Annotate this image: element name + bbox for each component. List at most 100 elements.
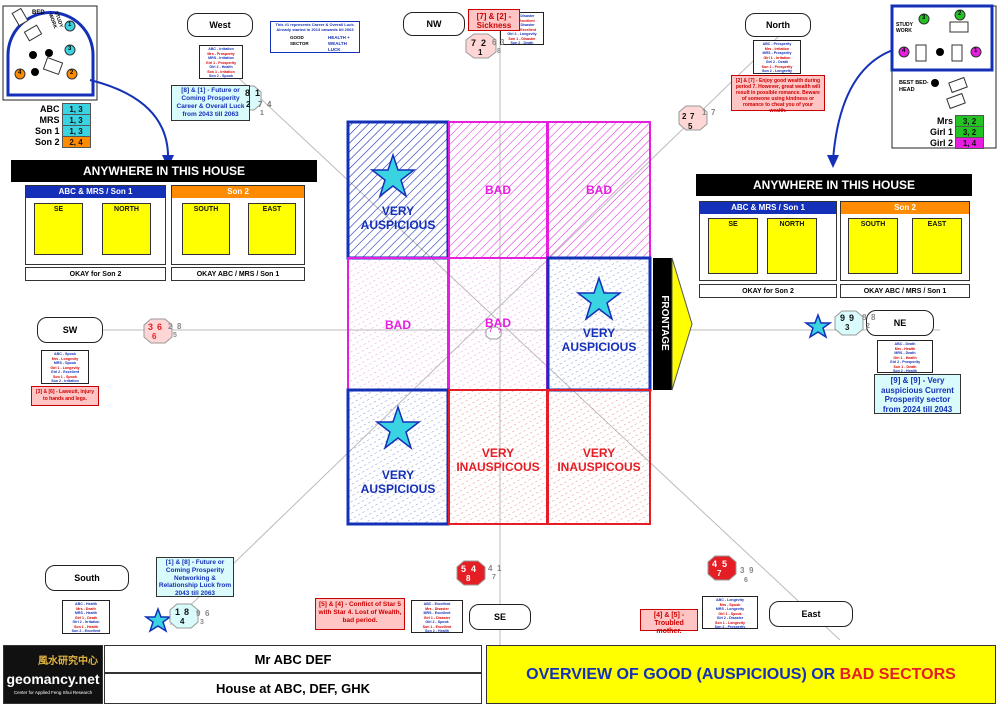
member-line: Son 1 - Excellent (422, 624, 452, 629)
star-digit: 1 (255, 88, 261, 98)
member-line: Son 2 - Excellent (71, 629, 101, 633)
member-line: ABC - Death (894, 342, 916, 346)
left-tile-east: EAST (248, 203, 296, 255)
right-best-label: BEST BED-HEAD (899, 80, 929, 93)
south-note: [1] & [8] - Future or Coming Prosperity … (156, 557, 234, 597)
member-line: Son 1 - Disaster (508, 36, 536, 41)
member-line: MRS - Irritation (208, 56, 234, 60)
member-line: Son 1 - Health (74, 624, 98, 629)
right-tile-east: EAST (912, 218, 962, 274)
star-digit: 3 (845, 323, 850, 332)
star-digit: 8 (184, 607, 190, 617)
star-digit: 6 (152, 332, 157, 341)
occupant-value: 1, 4 (955, 137, 985, 149)
nw-note: [7] & [2] - Sickness (468, 9, 520, 31)
east-label: East (769, 601, 853, 627)
member-line: Mrs - Irritation (764, 46, 790, 51)
grid-nw-label: VERY AUSPICIOUS (360, 204, 436, 232)
star-digit: 9 (749, 566, 754, 575)
member-line: Son 2 - Health (425, 629, 449, 633)
left-tile-east-label: EAST (262, 206, 282, 213)
member-line: MRS - Death (894, 351, 916, 355)
right-tile-east-label: EAST (927, 221, 947, 228)
occupant-name: Mrs (937, 116, 954, 126)
anywhere-left-header: ANYWHERE IN THIS HOUSE (11, 160, 317, 182)
star-digit: 4 (712, 559, 718, 569)
member-line: Girl 1 - Prosperity (205, 60, 237, 65)
star-digit: 5 (461, 564, 467, 574)
logo-sub: Center for Applied Feng Shui Research (13, 690, 93, 695)
occupant-circle-label: 2 (70, 70, 74, 76)
member-line: MRS - Health (74, 611, 98, 615)
grid-n-label: BAD (485, 183, 511, 197)
logo-text: geomancy.net (6, 671, 100, 687)
ne-label: NE (866, 310, 934, 336)
star-icon (575, 275, 623, 322)
occupant-value: 1, 3 (61, 103, 91, 115)
star-digit: 8 (466, 574, 471, 583)
member-line: Girl 2 - Death (765, 60, 789, 64)
star-icon (803, 312, 833, 339)
member-line: MRS - Disaster (509, 23, 535, 27)
footer-title-good: OVERVIEW OF GOOD (AUSPICIOUS) OR (526, 665, 836, 683)
occupant-circle-label: 4 (902, 48, 906, 54)
right-study-label: STUDY WORK (896, 22, 913, 34)
legend-health: HEALTH + WEALTH LUCK (328, 35, 350, 52)
star-digit: 3 (500, 38, 505, 47)
grid-w-label: BAD (385, 318, 411, 332)
east-note: [4] & [5] - Troubled mother. (640, 609, 698, 635)
occupant-circle-label: 3 (922, 15, 926, 21)
logo-chinese: 風水研究中心 (38, 656, 98, 667)
occupant-value: 1, 3 (61, 125, 91, 137)
ne-note: [9] & [9] - Very auspicious Current Pros… (874, 374, 961, 414)
member-line: Mrs - Excellent (509, 18, 535, 23)
star-digit: 6 (744, 577, 748, 584)
member-line: Mrs - Spook (719, 602, 741, 607)
right-tile-north: NORTH (767, 218, 817, 274)
star-digit: 5 (688, 122, 693, 131)
star-digit: 8 (862, 313, 867, 322)
right-ok1: OKAY for Son 2 (699, 284, 837, 298)
star-icon (369, 152, 417, 199)
north-note: [2] & [7] - Enjoy good wealth during per… (731, 75, 825, 114)
star-digit: 4 (180, 617, 185, 626)
footer-title-bad: BAD SECTORS (839, 665, 956, 683)
occupant-name: MRS (39, 115, 60, 125)
star-digit: 6 (492, 38, 497, 47)
left-group1-title: ABC & MRS / Son 1 (26, 186, 165, 198)
legend-text: This #1 represents Career & Overall Luck… (275, 22, 355, 32)
occupant-name: ABC (40, 104, 60, 114)
sw-label: SW (37, 317, 103, 343)
member-line: Girl 2 - Disaster (716, 616, 744, 620)
right-tile-se-label: SE (728, 221, 738, 228)
member-line: ABC - Disaster (509, 14, 535, 18)
left-tile-north: NORTH (102, 203, 151, 255)
footer-logo: 風水研究中心 geomancy.net Center for Applied F… (3, 645, 103, 704)
star-digit: 9 (196, 609, 201, 618)
star-digit: 9 (849, 313, 855, 323)
member-line: ABC - Excellent (423, 602, 451, 606)
member-line: MRS - Spook (53, 361, 77, 365)
legend-good: GOOD SECTOR (290, 35, 309, 46)
member-line: ABC - Health (75, 602, 97, 606)
right-ok2: OKAY ABC / MRS / Son 1 (840, 284, 970, 298)
member-line: Mrs - Longevity (51, 356, 79, 361)
star-digit: 8 (871, 313, 876, 322)
member-line: MRS - Prosperity (762, 51, 792, 55)
star-digit: 9 (840, 313, 846, 323)
footer-house: House at ABC, DEF, GHK (104, 673, 482, 704)
member-line: Girl 2 - Longevity (507, 32, 537, 36)
member-line: Son 2 - Prosperity (714, 625, 746, 629)
footer-title: OVERVIEW OF GOOD (AUSPICIOUS) OR BAD SEC… (486, 645, 996, 704)
nw-label: NW (403, 12, 465, 36)
star-digit: 4 (471, 564, 477, 574)
star-digit: 5 (173, 332, 177, 339)
member-line: MRS - Excellent (423, 611, 451, 615)
